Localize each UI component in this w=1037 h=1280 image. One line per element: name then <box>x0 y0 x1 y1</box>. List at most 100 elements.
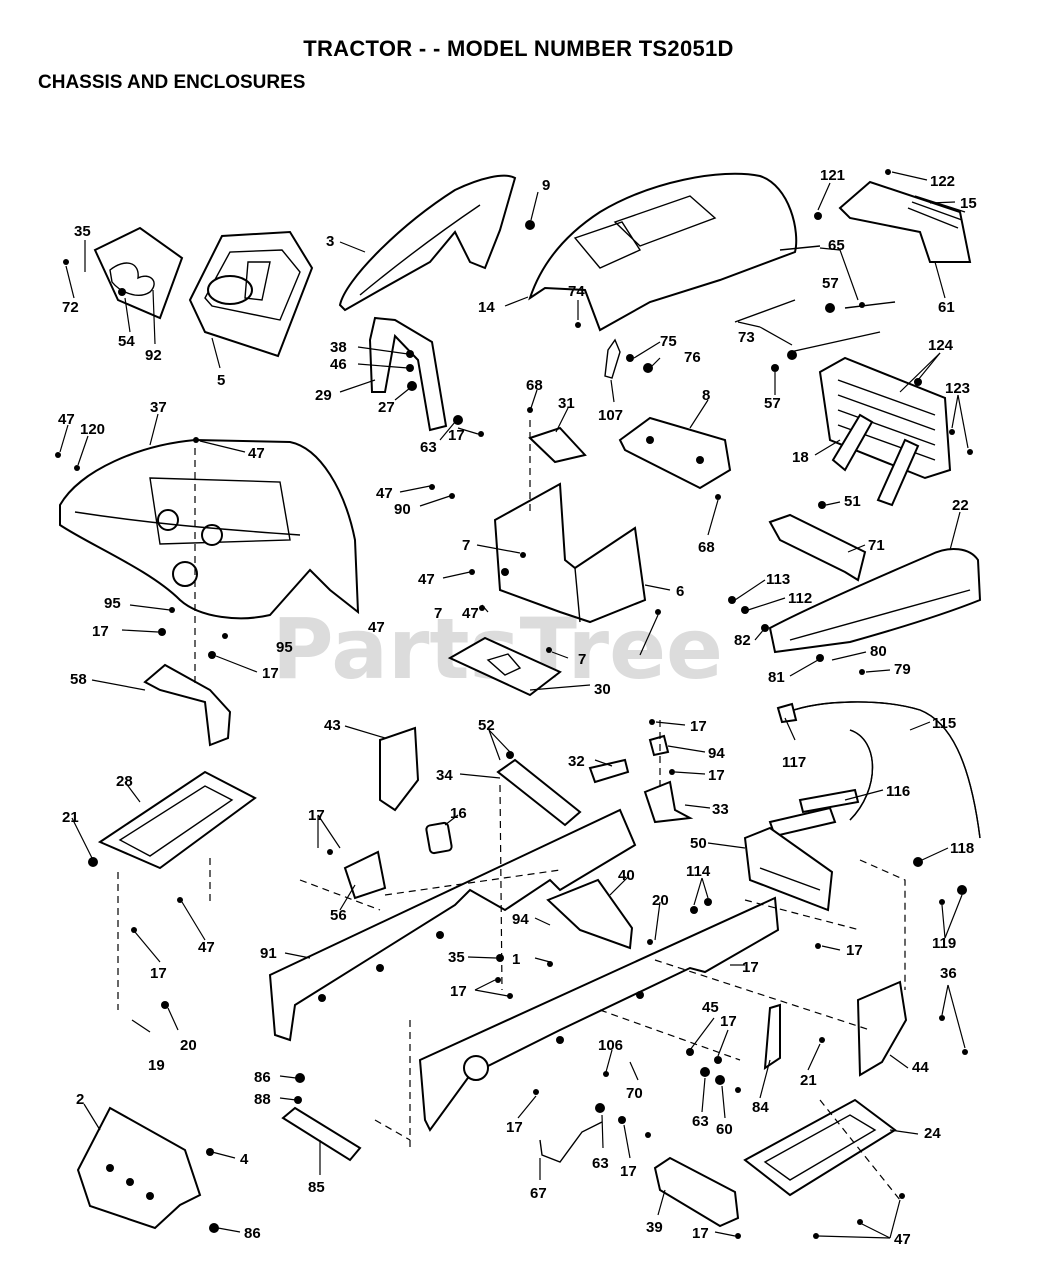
callout-label: 7 <box>462 537 470 554</box>
callout-label: 1 <box>512 951 520 968</box>
callout-label: 8 <box>702 387 710 404</box>
callout-label: 39 <box>646 1219 663 1236</box>
callout-label: 74 <box>568 283 585 300</box>
part-dash-pod-5 <box>188 230 314 358</box>
part-bushing-16 <box>425 821 453 855</box>
callout-label: 121 <box>820 167 845 184</box>
part-rods-73 <box>734 245 896 353</box>
page-title: TRACTOR - - MODEL NUMBER TS2051D <box>303 36 734 61</box>
callout-label: 80 <box>870 643 887 660</box>
callout-label: 45 <box>702 999 719 1016</box>
callout-label: 17 <box>92 623 109 640</box>
callout-label: 47 <box>894 1231 911 1248</box>
callout-label: 123 <box>945 380 970 397</box>
callout-label: 17 <box>846 942 863 959</box>
part-grille-18 <box>818 356 952 507</box>
callout-label: 91 <box>260 945 277 962</box>
part-bracket-39 <box>653 1156 740 1228</box>
callout-label: 17 <box>262 665 279 682</box>
callout-label: 15 <box>960 195 977 212</box>
callout-label: 63 <box>420 439 437 456</box>
callout-label: 86 <box>244 1225 261 1242</box>
callout-label: 116 <box>886 783 910 800</box>
part-footrest-24 <box>743 1098 897 1197</box>
callout-label: 3 <box>326 233 334 250</box>
part-plate-8 <box>618 416 732 490</box>
callout-label: 94 <box>512 911 529 928</box>
part-bumper-22 <box>768 548 982 654</box>
callout-label: 6 <box>676 583 684 600</box>
callout-label: 54 <box>118 333 135 350</box>
callout-label: 17 <box>150 965 167 982</box>
callout-label: 46 <box>330 356 347 373</box>
part-clip-31 <box>528 426 587 464</box>
callout-label: 17 <box>620 1163 637 1180</box>
callout-label: 35 <box>74 223 91 240</box>
part-panel-92 <box>93 226 184 320</box>
callout-label: 57 <box>764 395 781 412</box>
callout-label: 37 <box>150 399 167 416</box>
leader-lines <box>59 171 969 1239</box>
callout-label: 86 <box>254 1069 271 1086</box>
callout-label: 120 <box>80 421 105 438</box>
callout-label: 47 <box>248 445 265 462</box>
callout-label: 90 <box>394 501 411 518</box>
callout-label: 31 <box>558 395 575 412</box>
callout-label: 58 <box>70 671 87 688</box>
callout-label: 82 <box>734 632 751 649</box>
callout-label: 114 <box>686 863 711 880</box>
callout-label: 79 <box>894 661 911 678</box>
callout-label: 17 <box>690 718 707 735</box>
callout-label: 117 <box>782 754 806 771</box>
callout-label: 33 <box>712 801 729 818</box>
callout-label: 5 <box>217 372 225 389</box>
callout-label: 57 <box>822 275 839 292</box>
callout-label: 124 <box>928 337 954 354</box>
callout-label: 47 <box>376 485 393 502</box>
callout-label: 51 <box>844 493 861 510</box>
callout-label: 7 <box>434 605 442 622</box>
part-console-6 <box>493 482 647 624</box>
part-clip-32 <box>588 758 630 784</box>
callout-label: 4 <box>240 1151 249 1168</box>
callout-label: 7 <box>578 651 586 668</box>
part-link-107 <box>604 338 621 379</box>
part-plate-50 <box>743 826 834 912</box>
callout-label: 43 <box>324 717 341 734</box>
callout-label: 95 <box>276 639 293 656</box>
section-subtitle: CHASSIS AND ENCLOSURES <box>38 72 306 93</box>
callout-label: 36 <box>940 965 957 982</box>
part-bracket-34 <box>496 758 582 827</box>
callout-label: 17 <box>720 1013 737 1030</box>
callout-label: 20 <box>180 1037 197 1054</box>
part-strap-116b <box>798 788 860 814</box>
callout-label: 17 <box>448 427 465 444</box>
callout-label: 107 <box>598 407 623 424</box>
part-frame-rail-91 <box>268 808 637 1042</box>
callout-label: 81 <box>768 669 785 686</box>
callout-label: 34 <box>436 767 453 784</box>
part-bracket-43 <box>379 726 420 812</box>
callout-label: 92 <box>145 347 162 364</box>
callout-label: 17 <box>308 807 325 824</box>
callout-label: 63 <box>692 1113 709 1130</box>
part-fender-37 <box>59 438 360 620</box>
callout-label: 40 <box>618 867 635 884</box>
callout-label: 113 <box>766 571 790 588</box>
callout-label: 85 <box>308 1179 325 1196</box>
part-bumper-tube-115 <box>787 701 981 839</box>
callout-label: 35 <box>448 949 465 966</box>
part-hood-14 <box>528 172 798 332</box>
callout-label: 106 <box>598 1037 623 1054</box>
callout-label: 29 <box>315 387 332 404</box>
callout-label: 21 <box>800 1072 817 1089</box>
callout-label: 21 <box>62 809 79 826</box>
callout-labels: 9 121 122 15 35 3 65 57 72 92 54 5 14 74… <box>58 167 977 1248</box>
callout-label: 17 <box>450 983 467 1000</box>
part-side-panel-3 <box>338 174 517 312</box>
part-grille-bar-15 <box>838 180 972 263</box>
part-bracket-44 <box>856 980 908 1077</box>
callout-label: 30 <box>594 681 611 698</box>
callout-label: 75 <box>660 333 677 350</box>
callout-label: 27 <box>378 399 395 416</box>
